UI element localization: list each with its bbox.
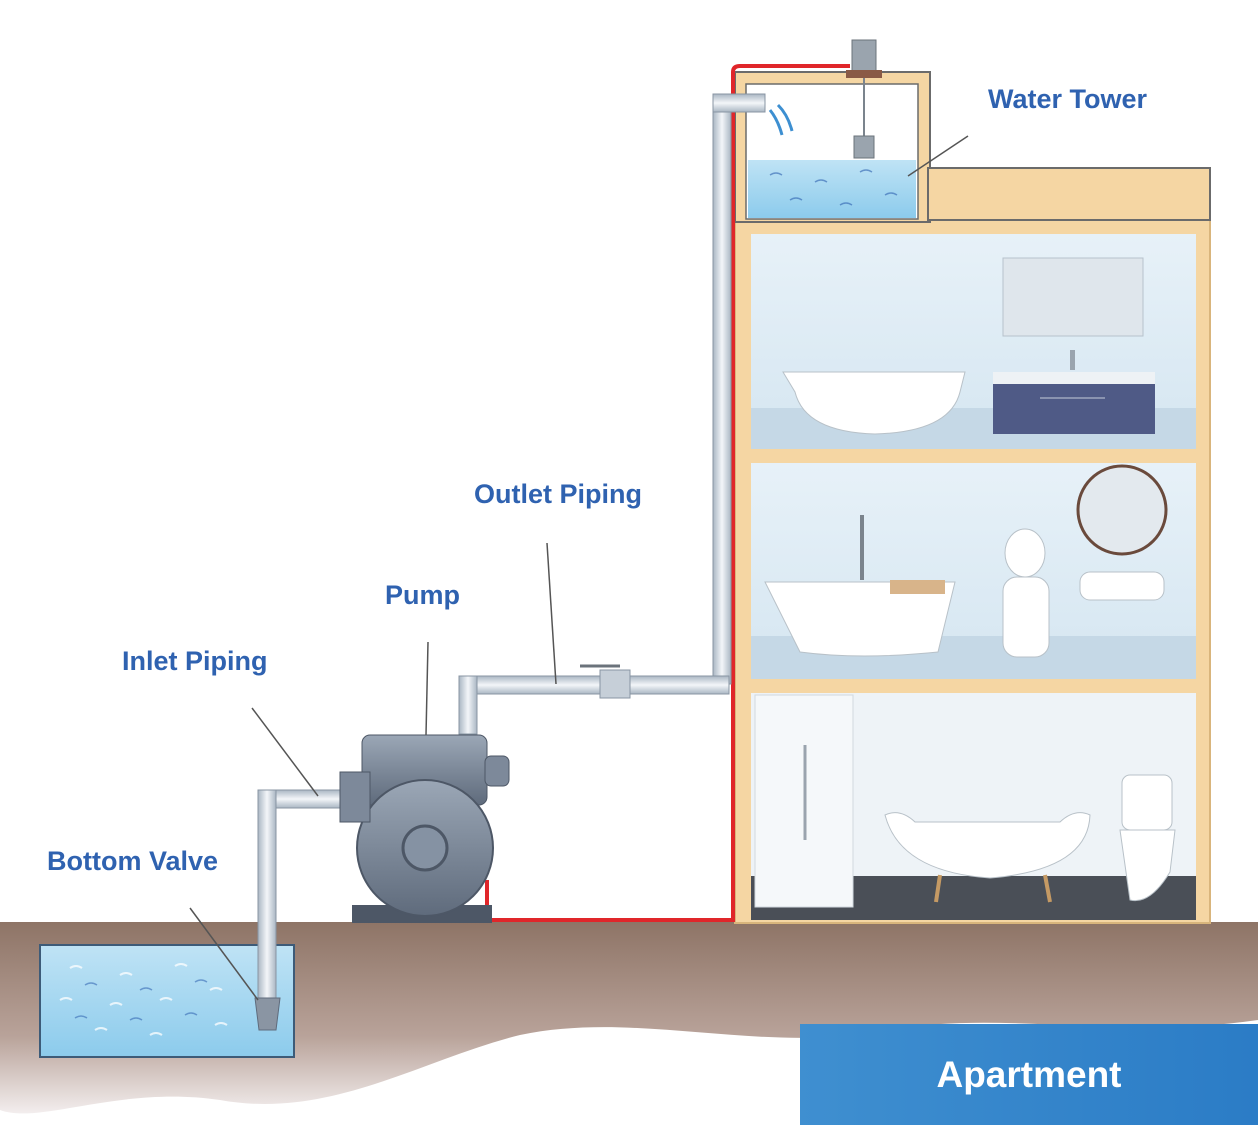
- water-reservoir: [39, 944, 295, 1058]
- bottom-valve-label: Bottom Valve: [47, 846, 219, 876]
- outlet-piping: [458, 93, 766, 735]
- apartment-banner-text: Apartment: [936, 1053, 1122, 1095]
- water-tower-tank: [748, 39, 969, 218]
- outlet-piping-label: Outlet Piping: [474, 479, 642, 509]
- bottom-valve: [189, 907, 281, 1031]
- water-tower-label: Water Tower: [988, 84, 1148, 114]
- water-tower-pointer: [907, 135, 969, 177]
- power-cable: [485, 64, 850, 922]
- outlet-piping-pointer: [546, 542, 557, 685]
- bathroom-floor-1: [754, 694, 1176, 908]
- pump-pointer: [425, 641, 429, 736]
- inlet-piping-pointer: [251, 707, 319, 797]
- bathroom-floor-2: [764, 464, 1168, 658]
- ground: [0, 922, 1258, 1114]
- bathroom-floor-3: [782, 257, 1155, 435]
- inlet-piping-label: Inlet Piping: [122, 646, 268, 676]
- bottom-valve-pointer: [189, 907, 259, 1001]
- apartment-banner: Apartment: [800, 1024, 1258, 1125]
- pump-label: Pump: [385, 580, 461, 610]
- pump: [339, 641, 510, 923]
